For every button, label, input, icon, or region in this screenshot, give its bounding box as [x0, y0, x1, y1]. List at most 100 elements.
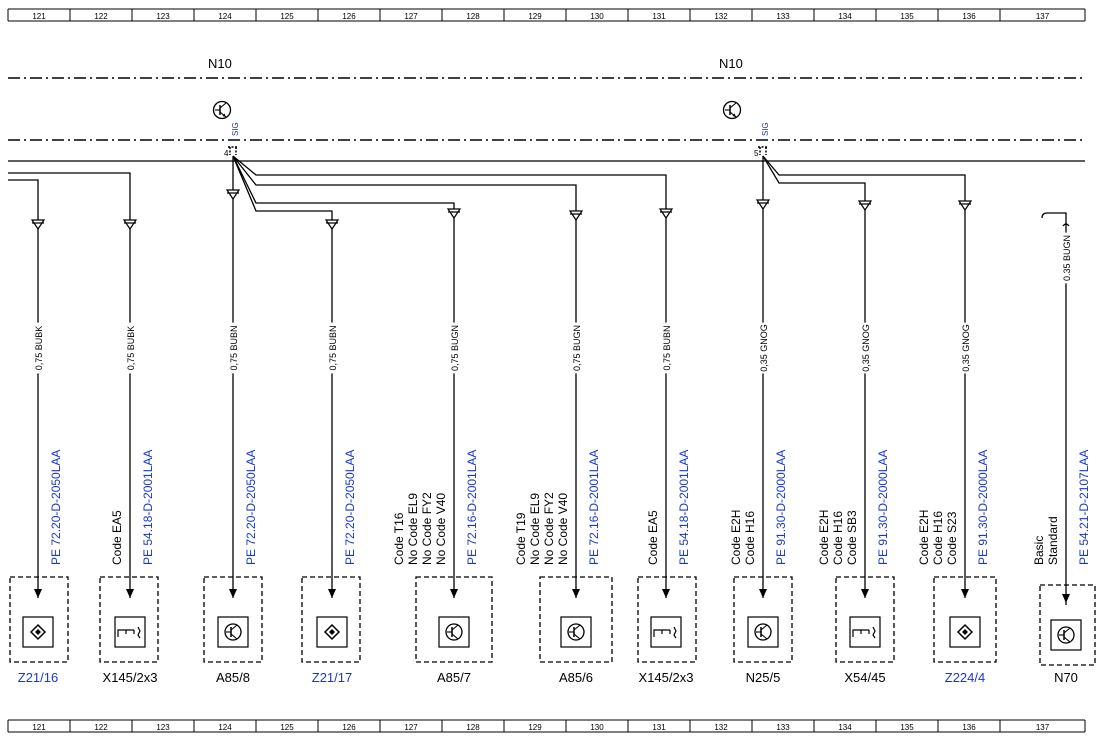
code-condition-label: Code EA5: [110, 510, 124, 565]
wire-arrow-icon: [34, 589, 42, 598]
diamond-icon: [22, 616, 54, 648]
wire-arrow-icon: [1062, 594, 1070, 603]
document-reference-link[interactable]: PE 72.20-D-2050LAA: [244, 450, 258, 565]
wire-arrow-icon: [961, 589, 969, 598]
ruler-number: 125: [280, 12, 294, 21]
wire-spec-label: 0,75 BUBK: [126, 326, 136, 371]
pin-number-right: 5: [754, 149, 759, 158]
ruler-number: 136: [962, 723, 976, 732]
component-housing: [99, 576, 159, 663]
component-name[interactable]: A85/6: [559, 670, 593, 685]
code-condition-label: Code T19: [514, 512, 528, 565]
component-name[interactable]: N25/5: [746, 670, 781, 685]
code-condition-label: Code T16: [392, 512, 406, 565]
document-reference-link[interactable]: PE 91.30-D-2000LAA: [976, 450, 990, 565]
ruler-number: 129: [528, 12, 542, 21]
ruler-number: 132: [714, 12, 728, 21]
wire-spec-label: 0,75 BUGN: [450, 325, 460, 371]
ecu-transistor-icon-left: [212, 100, 232, 120]
wire-spec-label: 0,75 BUBN: [229, 325, 239, 370]
wire-spec-label: 0,35 GNOG: [861, 324, 871, 372]
wire-arrow-icon: [126, 589, 134, 598]
ruler-number: 133: [776, 12, 790, 21]
transistor-icon: [438, 616, 470, 648]
document-reference-link[interactable]: PE 72.20-D-2050LAA: [49, 450, 63, 565]
wire-arrow-icon: [861, 589, 869, 598]
ruler-number: 137: [1036, 723, 1050, 732]
wire-marker-icon: [225, 189, 241, 201]
branch: 0,75 BUBN PE 72.20-D-2050LAA Z21/17: [301, 219, 361, 685]
code-condition-label: No Code EL9: [528, 493, 542, 565]
component-name[interactable]: N70: [1054, 670, 1078, 685]
component-name[interactable]: X145/2x3: [639, 670, 694, 685]
document-reference-link[interactable]: PE 54.18-D-2001LAA: [141, 450, 155, 565]
wire-spec-label: 0,75 BUBN: [328, 325, 338, 370]
document-reference-link[interactable]: PE 54.18-D-2001LAA: [677, 450, 691, 565]
transistor-icon: [1050, 619, 1082, 651]
wire-marker-icon: [30, 219, 46, 231]
wire-arrow-icon: [328, 589, 336, 598]
wire-arrow-icon: [572, 589, 580, 598]
code-condition-label: No Code FY2: [542, 492, 556, 565]
branch: 0,75 BUBK PE 54.18-D-2001LAA Code EA5X145/…: [99, 219, 159, 685]
wire-marker-icon: [755, 199, 771, 211]
component-name[interactable]: Z21/17: [312, 670, 352, 685]
ruler-number: 130: [590, 723, 604, 732]
wire-marker-icon: [324, 219, 340, 231]
wire-marker-icon: [568, 210, 584, 222]
component-housing: [203, 576, 263, 663]
document-reference-link[interactable]: PE 72.16-D-2001LAA: [587, 450, 601, 565]
ruler-number: 126: [342, 12, 356, 21]
ruler-number: 127: [404, 723, 418, 732]
document-reference-link[interactable]: PE 91.30-D-2000LAA: [774, 450, 788, 565]
ruler-number: 127: [404, 12, 418, 21]
ecu-label-left: N10: [208, 56, 232, 71]
code-condition-label: Code EA5: [646, 510, 660, 565]
component-housing: [637, 576, 697, 663]
connector-icon: [849, 616, 881, 648]
code-condition-label: Code SB3: [845, 510, 859, 565]
wire-arrow-icon: [450, 589, 458, 598]
document-reference-link[interactable]: PE 54.21-D-2107LAA: [1077, 450, 1091, 565]
ruler-number: 134: [838, 12, 852, 21]
ruler-number: 129: [528, 723, 542, 732]
component-housing: [539, 576, 613, 663]
code-condition-label: Code H16: [743, 511, 757, 565]
document-reference-link[interactable]: PE 72.20-D-2050LAA: [343, 450, 357, 565]
component-name[interactable]: A85/8: [216, 670, 250, 685]
wire-marker-icon: [957, 200, 973, 212]
wire-marker-icon: [446, 208, 462, 220]
component-name[interactable]: Z21/16: [18, 670, 58, 685]
ruler-number: 136: [962, 12, 976, 21]
ruler-number: 121: [32, 723, 46, 732]
component-housing: [733, 576, 793, 663]
ruler-number: 134: [838, 723, 852, 732]
wire-arrow-icon: [662, 589, 670, 598]
component-name[interactable]: Z224/4: [945, 670, 985, 685]
document-reference-link[interactable]: PE 91.30-D-2000LAA: [876, 450, 890, 565]
component-name[interactable]: A85/7: [437, 670, 471, 685]
ruler-number: 122: [94, 12, 108, 21]
component-name[interactable]: X145/2x3: [103, 670, 158, 685]
transistor-icon: [560, 616, 592, 648]
ruler-number: 128: [466, 723, 480, 732]
code-condition-label: Code H16: [931, 511, 945, 565]
ruler-number: 131: [652, 723, 666, 732]
transistor-icon: [747, 616, 779, 648]
component-name[interactable]: X54/45: [844, 670, 885, 685]
component-housing: [1039, 584, 1096, 666]
ruler-number: 132: [714, 723, 728, 732]
ruler-number: 125: [280, 723, 294, 732]
ruler-number: 135: [900, 723, 914, 732]
sig-label-left: SIG: [231, 122, 240, 136]
branch: 0,75 BUBN PE 72.20-D-2050LAA A85/8: [203, 189, 263, 685]
document-reference-link[interactable]: PE 72.16-D-2001LAA: [465, 450, 479, 565]
